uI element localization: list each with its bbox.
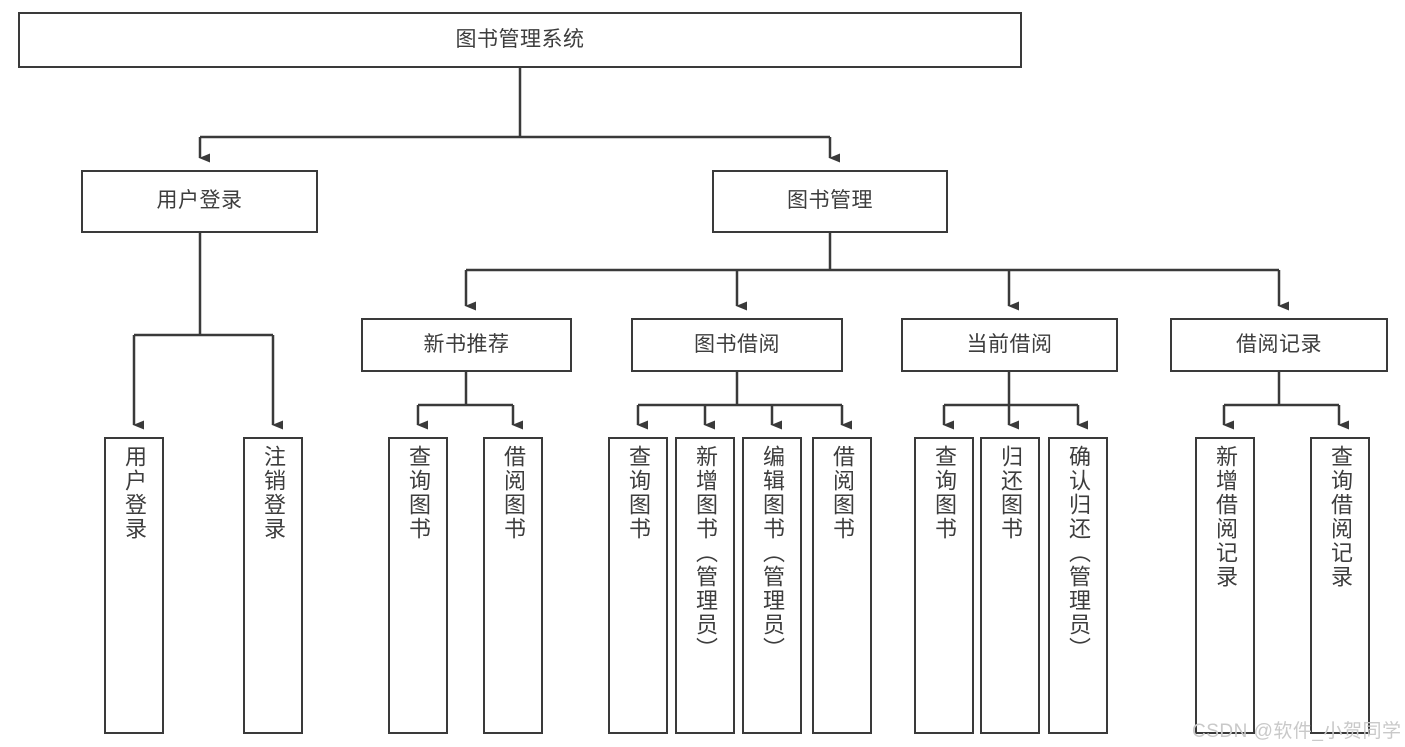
node-borrow-record[interactable]: 借阅记录	[1170, 318, 1388, 372]
node-label: 用户登录	[122, 445, 147, 541]
node-label: 借阅图书	[501, 445, 526, 541]
node-root-system[interactable]: 图书管理系统	[18, 12, 1022, 68]
leaf-new-book-borrow[interactable]: 借阅图书	[483, 437, 543, 734]
node-label: 查询图书	[932, 445, 957, 541]
leaf-current-confirm-return[interactable]: 确认归还（管理员）	[1048, 437, 1108, 734]
leaf-user-login-login[interactable]: 用户登录	[104, 437, 164, 734]
leaf-borrow-query-book[interactable]: 查询图书	[608, 437, 668, 734]
node-label: 借阅记录	[1236, 332, 1322, 356]
leaf-borrow-add-book[interactable]: 新增图书（管理员）	[675, 437, 735, 734]
node-label: 图书管理系统	[455, 27, 585, 51]
node-label: 图书管理	[787, 189, 873, 213]
csdn-watermark: CSDN @软件_小贺同学	[1192, 721, 1402, 742]
node-label: 确认归还（管理员）	[1066, 445, 1091, 661]
leaf-borrow-edit-book[interactable]: 编辑图书（管理员）	[742, 437, 802, 734]
node-current-borrow[interactable]: 当前借阅	[901, 318, 1118, 372]
node-label: 当前借阅	[966, 332, 1053, 356]
leaf-user-login-logout[interactable]: 注销登录	[243, 437, 303, 734]
node-new-book-recommend[interactable]: 新书推荐	[361, 318, 572, 372]
node-label: 新增借阅记录	[1213, 445, 1238, 589]
node-label: 编辑图书（管理员）	[760, 445, 785, 661]
node-label: 图书借阅	[694, 332, 780, 356]
leaf-borrow-borrow-book[interactable]: 借阅图书	[812, 437, 872, 734]
node-label: 归还图书	[998, 445, 1023, 541]
node-book-management[interactable]: 图书管理	[712, 170, 948, 233]
node-label: 查询借阅记录	[1328, 445, 1353, 589]
leaf-current-query-book[interactable]: 查询图书	[914, 437, 974, 734]
leaf-new-book-query[interactable]: 查询图书	[388, 437, 448, 734]
node-user-login[interactable]: 用户登录	[81, 170, 318, 233]
node-label: 查询图书	[626, 445, 651, 541]
node-label: 新书推荐	[423, 332, 510, 356]
node-label: 注销登录	[261, 445, 286, 541]
node-label: 借阅图书	[830, 445, 855, 541]
node-book-borrow[interactable]: 图书借阅	[631, 318, 843, 372]
node-label: 新增图书（管理员）	[693, 445, 718, 661]
leaf-current-return-book[interactable]: 归还图书	[980, 437, 1040, 734]
leaf-record-add[interactable]: 新增借阅记录	[1195, 437, 1255, 734]
node-label: 用户登录	[156, 189, 243, 213]
node-label: 查询图书	[406, 445, 431, 541]
leaf-record-query[interactable]: 查询借阅记录	[1310, 437, 1370, 734]
